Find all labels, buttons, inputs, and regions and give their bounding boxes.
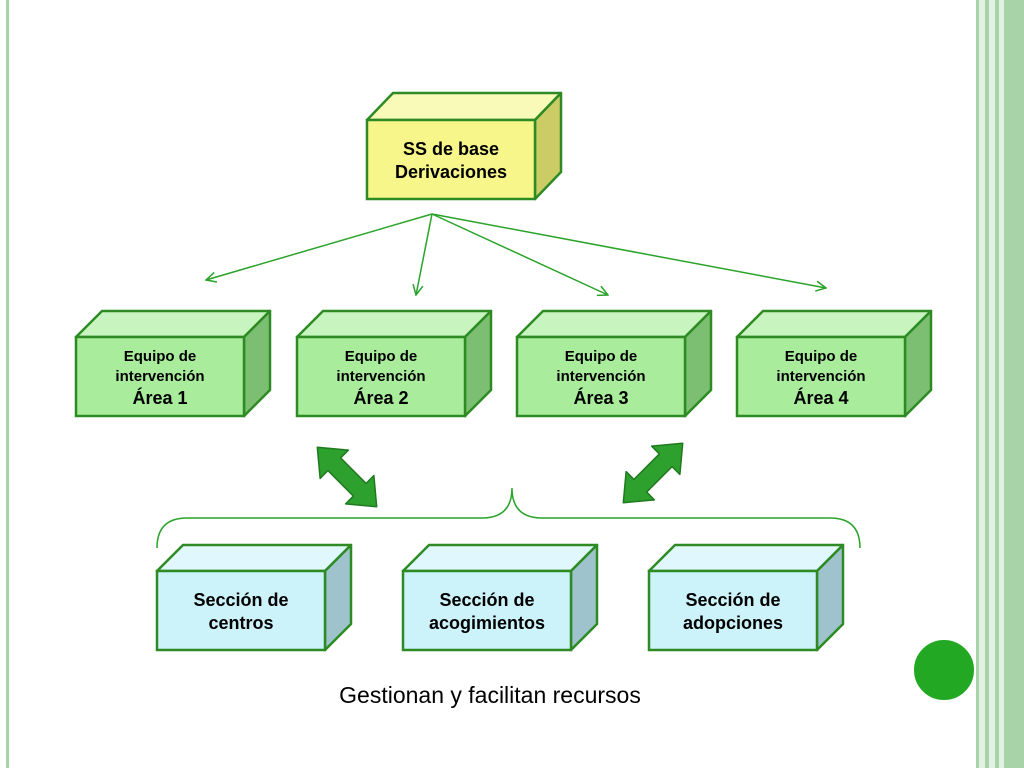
arrow-icon — [431, 213, 608, 295]
right-stripe-7 — [1004, 0, 1024, 768]
area-2-line1: Equipo de — [345, 348, 418, 365]
box-area-3: Equipo de intervención Área 3 — [515, 309, 713, 418]
box-area-4: Equipo de intervención Área 4 — [735, 309, 933, 418]
arrow-icon — [206, 213, 433, 280]
right-stripe-5 — [995, 0, 999, 768]
section-1-line1: Sección de — [193, 590, 288, 610]
right-stripe-4 — [989, 0, 995, 768]
section-1-line2: centros — [208, 613, 273, 633]
box-area-2: Equipo de intervención Área 2 — [295, 309, 493, 418]
area-3-line1: Equipo de — [565, 348, 638, 365]
section-2-line2: acogimientos — [429, 613, 545, 633]
area-4-line3: Área 4 — [793, 387, 848, 408]
box-section-adopciones: Sección de adopciones — [647, 543, 845, 652]
double-arrow-icon — [316, 446, 378, 508]
area-2-line3: Área 2 — [353, 387, 408, 408]
top-box-line1: SS de base — [403, 139, 499, 159]
caption: Gestionan y facilitan recursos — [339, 682, 641, 708]
green-dot-icon — [912, 638, 976, 702]
area-1-line1: Equipo de — [124, 348, 197, 365]
area-1-line3: Área 1 — [132, 387, 187, 408]
section-3-line2: adopciones — [683, 613, 783, 633]
left-frame-line — [6, 0, 9, 768]
box-section-acogimientos: Sección de acogimientos — [401, 543, 599, 652]
section-3-line1: Sección de — [685, 590, 780, 610]
box-ss-de-base: SS de base Derivaciones — [365, 91, 563, 201]
arrow-icon — [431, 213, 826, 288]
double-arrow-icon — [622, 442, 684, 504]
arrow-icon — [416, 213, 433, 295]
top-box-line2: Derivaciones — [395, 162, 507, 182]
area-3-line3: Área 3 — [573, 387, 628, 408]
area-3-line2: intervención — [556, 368, 645, 385]
right-stripe-1 — [976, 0, 979, 768]
area-4-line1: Equipo de — [785, 348, 858, 365]
area-2-line2: intervención — [336, 368, 425, 385]
area-4-line2: intervención — [776, 368, 865, 385]
area-1-line2: intervención — [115, 368, 204, 385]
right-stripe-3 — [985, 0, 989, 768]
right-stripe-2 — [979, 0, 985, 768]
section-2-line1: Sección de — [439, 590, 534, 610]
connector-arrows — [206, 213, 826, 295]
curly-brace-icon — [156, 487, 861, 549]
right-stripe-6 — [999, 0, 1004, 768]
box-area-1: Equipo de intervención Área 1 — [74, 309, 272, 418]
box-section-centros: Sección de centros — [155, 543, 353, 652]
